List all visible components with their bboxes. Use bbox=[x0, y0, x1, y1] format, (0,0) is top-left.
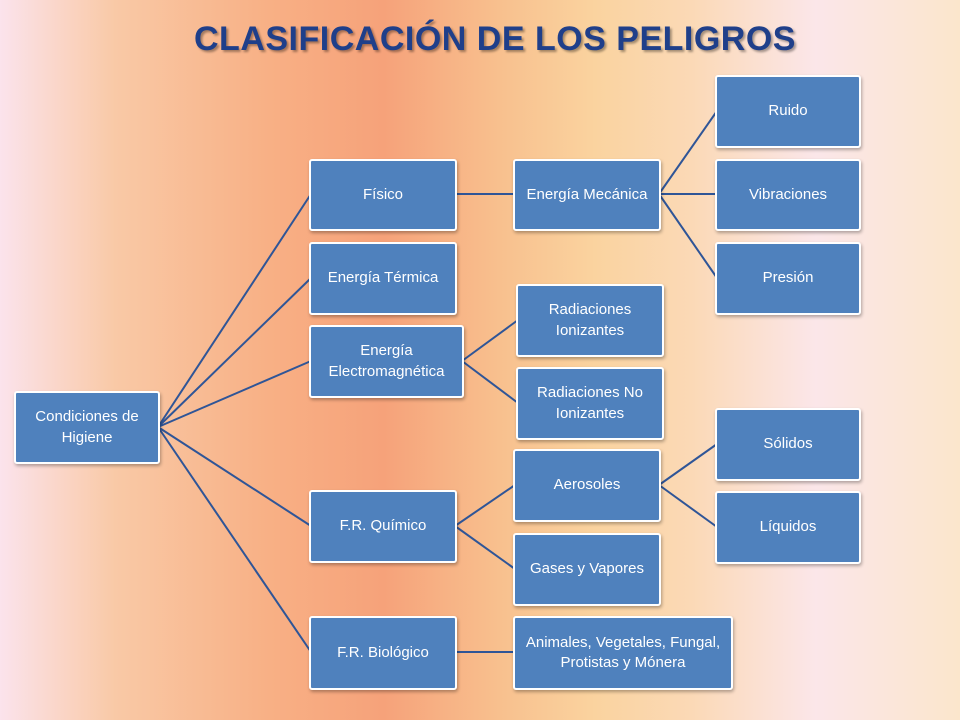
node-radiaciones-no-ionizantes: Radiaciones No Ionizantes bbox=[516, 367, 664, 440]
node-vibraciones: Vibraciones bbox=[715, 159, 861, 231]
node-liquidos: Líquidos bbox=[715, 491, 861, 564]
connector-quimico-gases bbox=[454, 525, 516, 570]
connector-root-quimico bbox=[157, 426, 312, 527]
node-fisico: Físico bbox=[309, 159, 457, 231]
node-radiaciones-ionizantes: Radiaciones Ionizantes bbox=[516, 284, 664, 357]
node-presion: Presión bbox=[715, 242, 861, 315]
node-energia-termica: Energía Térmica bbox=[309, 242, 457, 315]
node-energia-mecanica: Energía Mecánica bbox=[513, 159, 661, 231]
connector-quimico-aerosoles bbox=[454, 484, 516, 527]
connector-root-biologico bbox=[157, 426, 312, 653]
node-energia-electromagnetica: Energía Electromagnética bbox=[309, 325, 464, 398]
node-animales-vegetales: Animales, Vegetales, Fungal, Protistas y… bbox=[513, 616, 733, 690]
connector-mecanica-ruido bbox=[658, 110, 718, 195]
connector-aerosoles-solidos bbox=[658, 443, 718, 486]
node-condiciones-de-higiene: Condiciones de Higiene bbox=[14, 391, 160, 464]
node-fr-quimico: F.R. Químico bbox=[309, 490, 457, 563]
connector-aerosoles-liquidos bbox=[658, 484, 718, 528]
node-fr-biologico: F.R. Biológico bbox=[309, 616, 457, 690]
node-gases-y-vapores: Gases y Vapores bbox=[513, 533, 661, 606]
connector-root-termica bbox=[157, 277, 312, 428]
connector-em-no-ionizantes bbox=[461, 360, 519, 404]
page-title: CLASIFICACIÓN DE LOS PELIGROS bbox=[194, 20, 796, 58]
node-aerosoles: Aerosoles bbox=[513, 449, 661, 522]
connector-em-ionizantes bbox=[461, 319, 519, 362]
connector-root-electromagnetica bbox=[157, 360, 312, 428]
node-ruido: Ruido bbox=[715, 75, 861, 148]
connector-root-fisico bbox=[157, 193, 312, 428]
node-solidos: Sólidos bbox=[715, 408, 861, 481]
connector-mecanica-presion bbox=[658, 193, 718, 279]
